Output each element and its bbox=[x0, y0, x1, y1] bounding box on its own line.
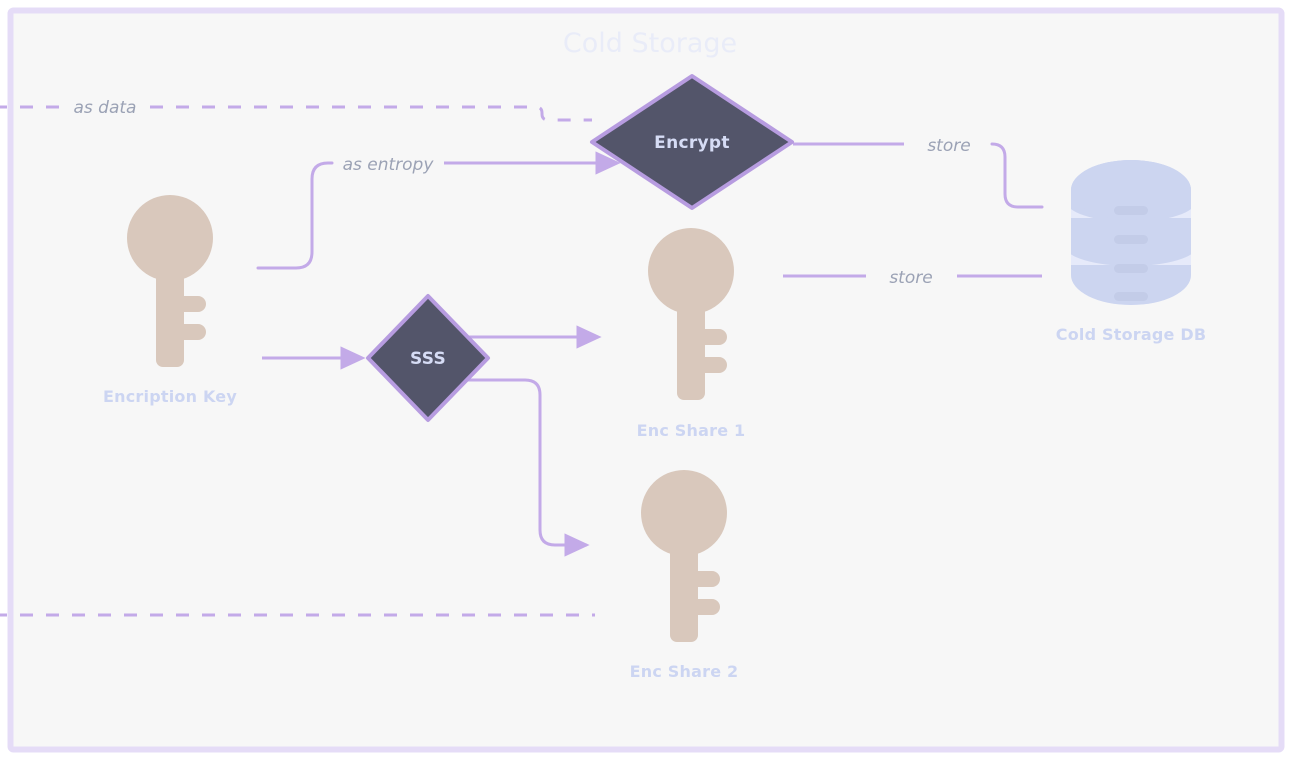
node-label-enc-share-1: Enc Share 1 bbox=[637, 421, 746, 440]
edge-label-store-2: store bbox=[889, 268, 932, 288]
node-enc-share-1[interactable]: Enc Share 1 bbox=[637, 228, 746, 440]
node-label-encryption-key: Encription Key bbox=[103, 387, 237, 406]
diamond-shape bbox=[590, 74, 794, 210]
edge-encrypt-to-db: store bbox=[793, 136, 1044, 209]
edge-label-store-1: store bbox=[927, 136, 970, 156]
node-encrypt[interactable]: Encrypt bbox=[590, 74, 794, 210]
node-label-cold-storage-db: Cold Storage DB bbox=[1056, 325, 1206, 344]
diamond-shape bbox=[366, 294, 490, 422]
edge-share1-to-db: store bbox=[783, 268, 1042, 288]
database-icon bbox=[1071, 160, 1191, 305]
node-label-sss: SSS bbox=[410, 349, 446, 369]
node-sss[interactable]: SSS bbox=[366, 294, 490, 422]
edge-sss-to-share2 bbox=[461, 378, 590, 557]
node-enc-share-2[interactable]: Enc Share 2 bbox=[630, 470, 739, 681]
node-label-enc-share-2: Enc Share 2 bbox=[630, 662, 739, 681]
node-label-encrypt: Encrypt bbox=[654, 133, 730, 153]
cold-storage-cluster bbox=[7, 7, 1285, 753]
node-encryption-key[interactable]: Encription Key bbox=[103, 195, 237, 406]
cluster-title: Cold Storage bbox=[563, 28, 737, 59]
edge-label-as-entropy: as entropy bbox=[343, 155, 435, 175]
edge-as-entropy: as entropy bbox=[256, 151, 621, 270]
edge-as-data: as data bbox=[0, 98, 592, 122]
edge-label-as-data: as data bbox=[74, 98, 137, 118]
